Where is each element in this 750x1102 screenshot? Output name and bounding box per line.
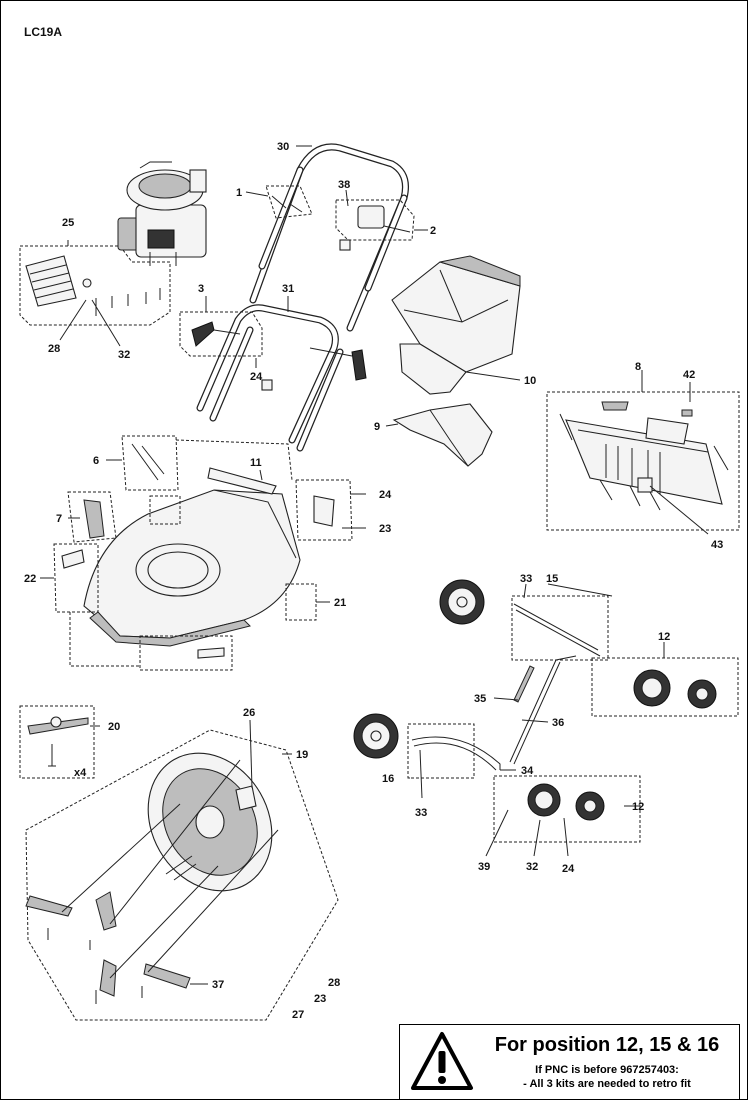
callout-25: 25 [62, 217, 74, 229]
callout-33-rear: 33 [520, 573, 532, 585]
callout-24-handle: 24 [250, 371, 263, 383]
callout-24-wheel: 24 [562, 863, 575, 875]
handle-brackets [179, 185, 415, 391]
callout-10: 10 [524, 375, 536, 387]
callout-7: 7 [56, 513, 62, 525]
callout-9: 9 [374, 421, 380, 433]
callout-28-engine: 28 [48, 343, 60, 355]
callout-8: 8 [635, 361, 641, 373]
callout-labels: 30 1 38 2 25 28 32 3 31 24 10 9 8 42 43 … [24, 141, 723, 1021]
callout-12-front: 12 [632, 801, 644, 813]
notice-title: For position 12, 15 & 16 [494, 1034, 720, 1056]
discharge-chute [392, 403, 493, 467]
callout-6: 6 [93, 455, 99, 467]
callout-34: 34 [521, 765, 534, 777]
callout-19: 19 [296, 749, 308, 761]
callout-20: 20 [108, 721, 120, 733]
callout-35: 35 [474, 693, 486, 705]
grass-bag [391, 255, 521, 395]
callout-39: 39 [478, 861, 490, 873]
notice-line-2: - All 3 kits are needed to retro fit [523, 1078, 691, 1090]
callout-27: 27 [292, 1009, 304, 1021]
quantity-x4: x4 [74, 767, 87, 779]
callout-21: 21 [334, 597, 346, 609]
callout-2: 2 [430, 225, 436, 237]
notice-line-1: If PNC is before 967257403: [535, 1064, 679, 1076]
callout-42: 42 [683, 369, 695, 381]
retrofit-notice: For position 12, 15 & 16 If PNC is befor… [399, 1024, 740, 1100]
callout-30: 30 [277, 141, 289, 153]
callout-26: 26 [243, 707, 255, 719]
callout-1: 1 [236, 187, 242, 199]
rear-flap-assembly [546, 391, 740, 531]
callout-22: 22 [24, 573, 36, 585]
callout-31: 31 [282, 283, 294, 295]
callout-15: 15 [546, 573, 558, 585]
callout-23-disc: 23 [314, 993, 326, 1005]
air-filter [25, 255, 161, 316]
mower-deck [83, 467, 301, 647]
callout-11: 11 [250, 457, 262, 469]
warning-triangle-icon [411, 1032, 473, 1090]
blade-disc-assembly [25, 729, 339, 1021]
callout-3: 3 [198, 283, 204, 295]
callout-38: 38 [338, 179, 350, 191]
rear-axle-assembly [439, 579, 739, 717]
engine-assembly [19, 161, 207, 326]
upper-handle [249, 143, 409, 332]
callout-16: 16 [382, 773, 394, 785]
callout-28-disc: 28 [328, 977, 340, 989]
callout-36: 36 [552, 717, 564, 729]
blade-assembly [19, 705, 95, 779]
callout-43: 43 [711, 539, 723, 551]
front-axle-assembly [353, 713, 641, 843]
callout-32-engine: 32 [118, 349, 130, 361]
callout-33-front: 33 [415, 807, 427, 819]
callout-24-deck: 24 [379, 489, 392, 501]
callout-37: 37 [212, 979, 224, 991]
model-title: LC19A [24, 25, 62, 39]
callout-23-deck: 23 [379, 523, 391, 535]
height-adjust-rod [509, 655, 577, 765]
callout-12-rear: 12 [658, 631, 670, 643]
deck-brackets [53, 435, 353, 671]
callout-32-wheel: 32 [526, 861, 538, 873]
leader-lines [40, 145, 709, 985]
lower-handle [196, 304, 344, 452]
